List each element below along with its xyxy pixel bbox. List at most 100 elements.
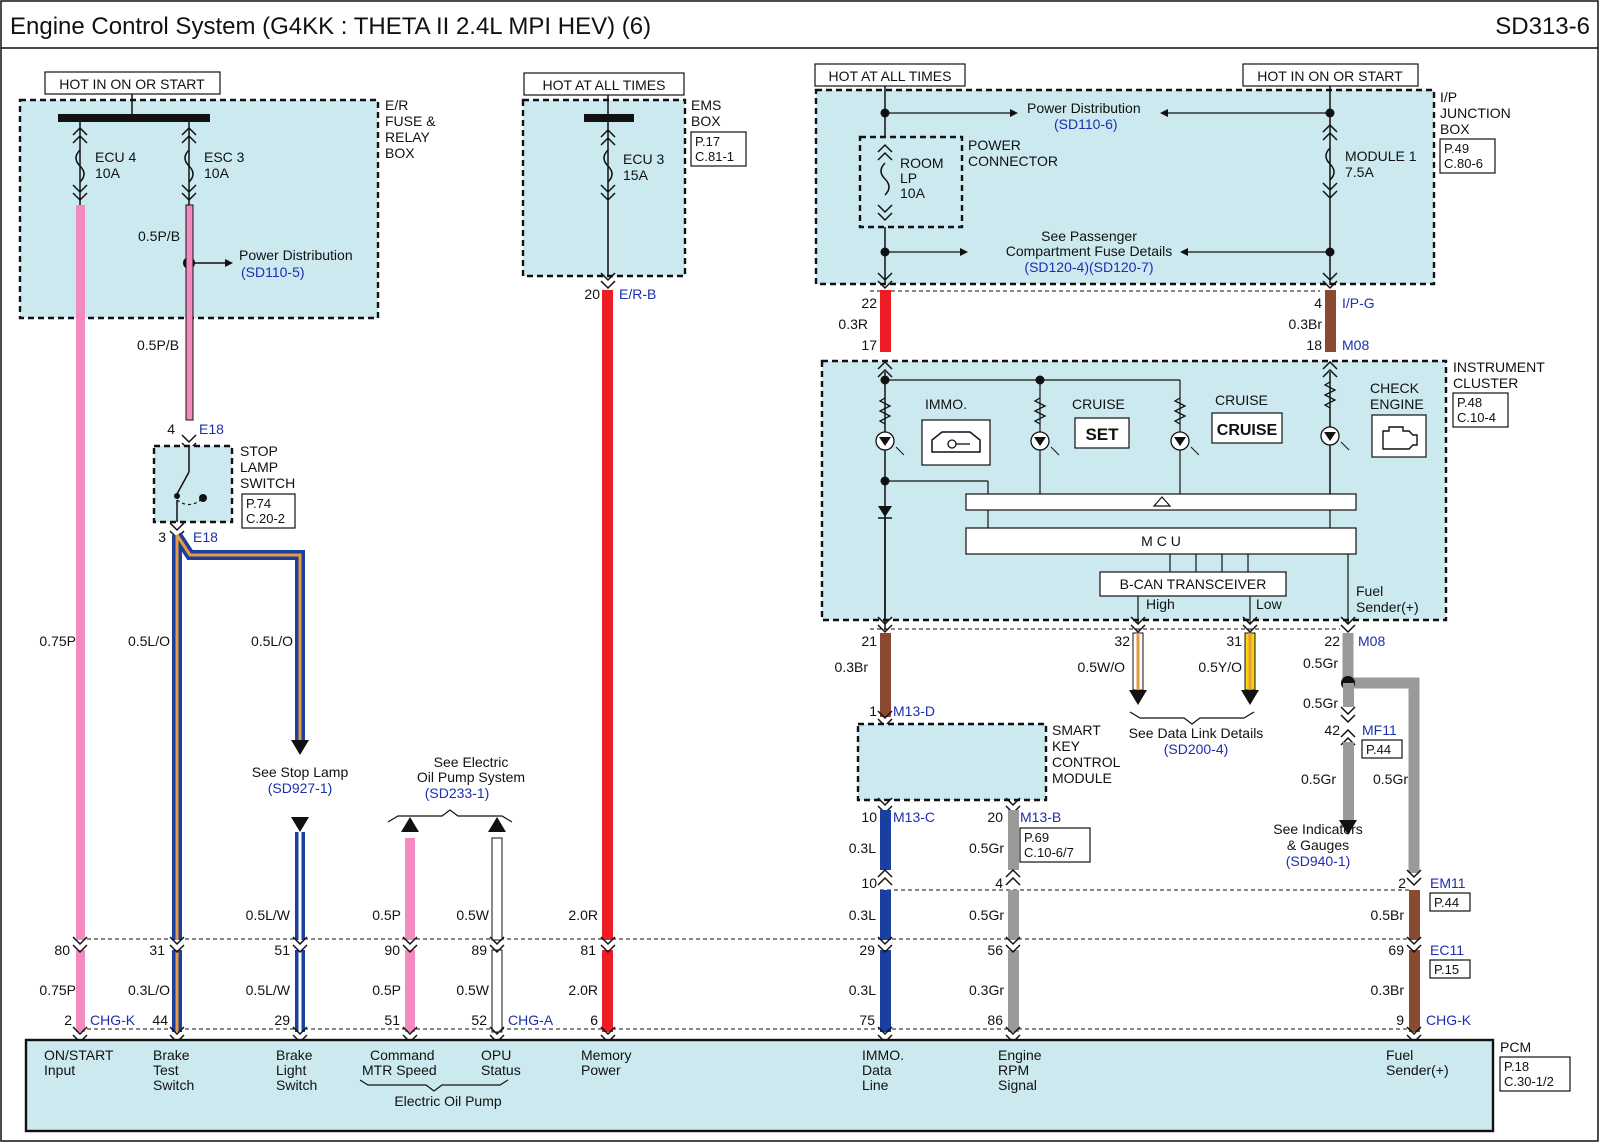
bcan-transceiver [1099, 571, 1287, 597]
conn-em11[interactable]: EM11 [1430, 875, 1466, 891]
conn-m08-out[interactable]: M08 [1358, 633, 1385, 649]
ec11-pins: 80 31 51 90 89 81 29 56 69 [54, 936, 1422, 958]
svg-text:0.5Gr: 0.5Gr [969, 840, 1004, 856]
svg-text:0.5Gr: 0.5Gr [969, 907, 1004, 923]
svg-text:51: 51 [384, 1012, 400, 1028]
svg-text:31: 31 [1226, 633, 1242, 649]
svg-text:CONNECTOR: CONNECTOR [968, 153, 1058, 169]
conn-e18-bottom[interactable]: E18 [193, 529, 218, 545]
svg-text:POWER: POWER [968, 137, 1021, 153]
conn-ec11[interactable]: EC11 [1430, 942, 1464, 958]
hot-all-times-ems-box [523, 72, 685, 96]
svg-text:C.10-6/7: C.10-6/7 [1024, 845, 1074, 860]
svg-text:32: 32 [1114, 633, 1130, 649]
svg-text:51: 51 [274, 942, 290, 958]
svg-text:Sender(+): Sender(+) [1356, 599, 1419, 615]
svg-text:Sender(+): Sender(+) [1386, 1062, 1449, 1078]
fuse-esc3: ESC 3 10A [181, 122, 245, 205]
conn-e18-top[interactable]: E18 [199, 421, 224, 437]
conn-mf11[interactable]: MF11 [1362, 722, 1397, 738]
conn-m13-c[interactable]: M13-C [893, 809, 935, 825]
svg-text:RELAY: RELAY [385, 129, 431, 145]
electric-oil-pump-label: Electric Oil Pump [394, 1093, 502, 1109]
cruise-set-icon [1074, 417, 1130, 449]
svg-text:ESC 3: ESC 3 [204, 149, 245, 165]
svg-text:Status: Status [481, 1062, 521, 1078]
conn-m08[interactable]: M08 [1342, 337, 1369, 353]
svg-text:0.3Gr: 0.3Gr [969, 982, 1004, 998]
svg-text:7.5A: 7.5A [1345, 164, 1374, 180]
svg-text:See Stop Lamp: See Stop Lamp [252, 764, 349, 780]
conn-m13-b[interactable]: M13-B [1020, 809, 1061, 825]
svg-text:0.5L/O: 0.5L/O [251, 633, 293, 649]
svg-text:P.17: P.17 [695, 134, 720, 149]
cluster-name: INSTRUMENT CLUSTER [1453, 359, 1545, 391]
svg-text:Brake: Brake [276, 1047, 313, 1063]
svg-text:Data: Data [862, 1062, 892, 1078]
svg-text:JUNCTION: JUNCTION [1440, 105, 1511, 121]
svg-text:C.30-1/2: C.30-1/2 [1504, 1074, 1554, 1089]
wire-0-5pb [185, 204, 194, 421]
conn-ip-g[interactable]: I/P-G [1342, 295, 1375, 311]
wire-0-3r [880, 290, 891, 352]
svg-text:10A: 10A [204, 165, 230, 181]
svg-text:High: High [1146, 596, 1175, 612]
svg-text:0.5Gr: 0.5Gr [1303, 695, 1338, 711]
conn-chg-k-right[interactable]: CHG-K [1426, 1012, 1472, 1028]
svg-text:Switch: Switch [153, 1077, 194, 1093]
power-dist-ip-ref[interactable]: (SD110-6) [1054, 116, 1118, 132]
svg-text:15A: 15A [623, 167, 649, 183]
data-link-ref[interactable]: (SD200-4) [1164, 741, 1229, 757]
conn-chg-a[interactable]: CHG-A [508, 1012, 554, 1028]
svg-text:0.5W: 0.5W [456, 982, 489, 998]
svg-text:Low: Low [1256, 596, 1283, 612]
wire-0-3br-lower [1409, 950, 1420, 1032]
svg-text:P.49: P.49 [1444, 141, 1469, 156]
passenger-ref[interactable]: (SD120-4)(SD120-7) [1024, 259, 1153, 275]
smart-key-control-module [856, 722, 1048, 802]
svg-text:Memory: Memory [581, 1047, 632, 1063]
svg-text:0.5Gr: 0.5Gr [1301, 771, 1336, 787]
stop-lamp-ref[interactable]: (SD927-1) [268, 780, 333, 796]
wire-0-5wo [1132, 632, 1144, 691]
wire-0-5lo [172, 532, 305, 940]
oil-pump-ref[interactable]: (SD233-1) [425, 785, 490, 801]
svg-text:ON/START: ON/START [44, 1047, 114, 1063]
svg-text:Power: Power [581, 1062, 621, 1078]
svg-text:75: 75 [859, 1012, 875, 1028]
power-dist-ref[interactable]: (SD110-5) [241, 264, 305, 280]
conn-er-b[interactable]: E/R-B [619, 286, 656, 302]
svg-text:0.5P: 0.5P [372, 907, 401, 923]
ems-box-name-2: BOX [691, 113, 721, 129]
svg-text:52: 52 [471, 1012, 487, 1028]
svg-text:MODULE: MODULE [1052, 770, 1112, 786]
svg-text:M C U: M C U [1141, 533, 1181, 549]
conn-m13-d[interactable]: M13-D [893, 703, 935, 719]
svg-text:3: 3 [158, 529, 166, 545]
conn-chg-k-left[interactable]: CHG-K [90, 1012, 136, 1028]
svg-text:2: 2 [1398, 875, 1406, 891]
wire-0-3l [880, 810, 891, 870]
svg-text:CONTROL: CONTROL [1052, 754, 1121, 770]
stop-lamp-switch [152, 444, 234, 524]
svg-text:4: 4 [995, 875, 1003, 891]
svg-text:Signal: Signal [998, 1077, 1037, 1093]
svg-text:31: 31 [149, 942, 165, 958]
svg-text:& Gauges: & Gauges [1287, 837, 1349, 853]
indicators-ref[interactable]: (SD940-1) [1286, 853, 1351, 869]
svg-text:0.3L: 0.3L [849, 840, 876, 856]
svg-text:0.5Br: 0.5Br [1371, 907, 1405, 923]
svg-text:C.20-2: C.20-2 [246, 511, 285, 526]
wire-0-5lw [295, 832, 305, 1032]
svg-text:Line: Line [862, 1077, 889, 1093]
pcm-module [24, 1038, 1495, 1133]
fuse-ecu4: ECU 4 10A [72, 122, 136, 205]
svg-text:80: 80 [54, 942, 70, 958]
cruise-set-lamp [1030, 397, 1060, 456]
svg-text:CLUSTER: CLUSTER [1453, 375, 1518, 391]
wire-0-5p [405, 838, 415, 940]
